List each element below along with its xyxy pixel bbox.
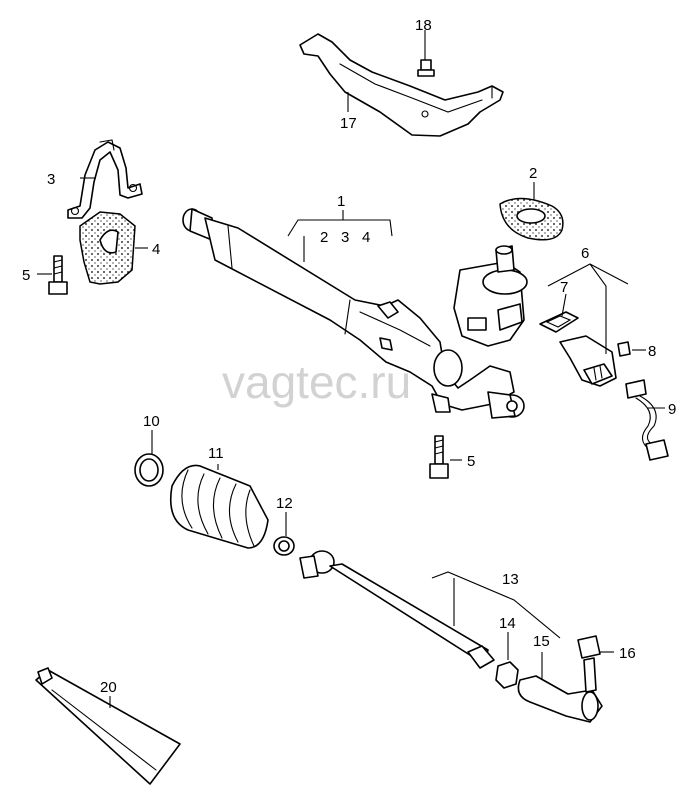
callout-2: 2 bbox=[529, 165, 537, 182]
callout-16: 16 bbox=[619, 645, 636, 662]
boot-clamp-10 bbox=[134, 453, 164, 487]
callout-5-lower: 5 bbox=[467, 453, 475, 470]
seal-ring-2 bbox=[499, 197, 564, 241]
callout-4: 4 bbox=[152, 241, 160, 258]
lock-nut-14 bbox=[495, 661, 519, 689]
callout-12: 12 bbox=[276, 495, 293, 512]
castle-nut-16 bbox=[577, 635, 601, 693]
callout-8: 8 bbox=[648, 343, 656, 360]
rack-clamp-3 bbox=[67, 139, 143, 219]
callout-11: 11 bbox=[208, 445, 224, 462]
bolt-5-left bbox=[48, 255, 68, 295]
callout-7: 7 bbox=[560, 279, 568, 296]
callout-13: 13 bbox=[502, 571, 519, 588]
callout-10: 10 bbox=[143, 413, 160, 430]
bolt-18 bbox=[417, 59, 435, 77]
bellows-boot-11 bbox=[169, 464, 269, 549]
callouts: 1 2 3 4 2 3 4 5 5 6 7 8 9 10 11 12 13 14… bbox=[22, 17, 676, 696]
leader-lines bbox=[37, 30, 665, 708]
rubber-bushing-4 bbox=[79, 211, 136, 285]
bolt-8 bbox=[617, 341, 631, 357]
callout-20: 20 bbox=[100, 679, 117, 696]
bolt-5-lower bbox=[429, 435, 449, 479]
boot-clamp-12 bbox=[273, 536, 295, 556]
callout-17: 17 bbox=[340, 115, 357, 132]
callout-5-left: 5 bbox=[22, 267, 30, 284]
callout-2-sub: 2 bbox=[320, 229, 328, 246]
wiring-harness-9 bbox=[625, 379, 669, 461]
callout-4-sub: 4 bbox=[362, 229, 370, 246]
callout-14: 14 bbox=[499, 615, 516, 632]
callout-9: 9 bbox=[668, 401, 676, 418]
callout-15: 15 bbox=[533, 633, 550, 650]
steering-rack-1 bbox=[182, 208, 528, 419]
callout-3-sub: 3 bbox=[341, 229, 349, 246]
tie-rod-13 bbox=[299, 550, 495, 669]
control-unit-6 bbox=[559, 335, 617, 387]
mounting-bracket-17 bbox=[299, 33, 504, 137]
callout-6: 6 bbox=[581, 245, 589, 262]
callout-1: 1 bbox=[337, 193, 345, 210]
watermark-text: vagtec.ru bbox=[222, 356, 411, 408]
gasket-7 bbox=[539, 311, 579, 333]
grease-tube-20 bbox=[35, 667, 181, 785]
callout-3: 3 bbox=[47, 171, 55, 188]
callout-18: 18 bbox=[415, 17, 432, 34]
